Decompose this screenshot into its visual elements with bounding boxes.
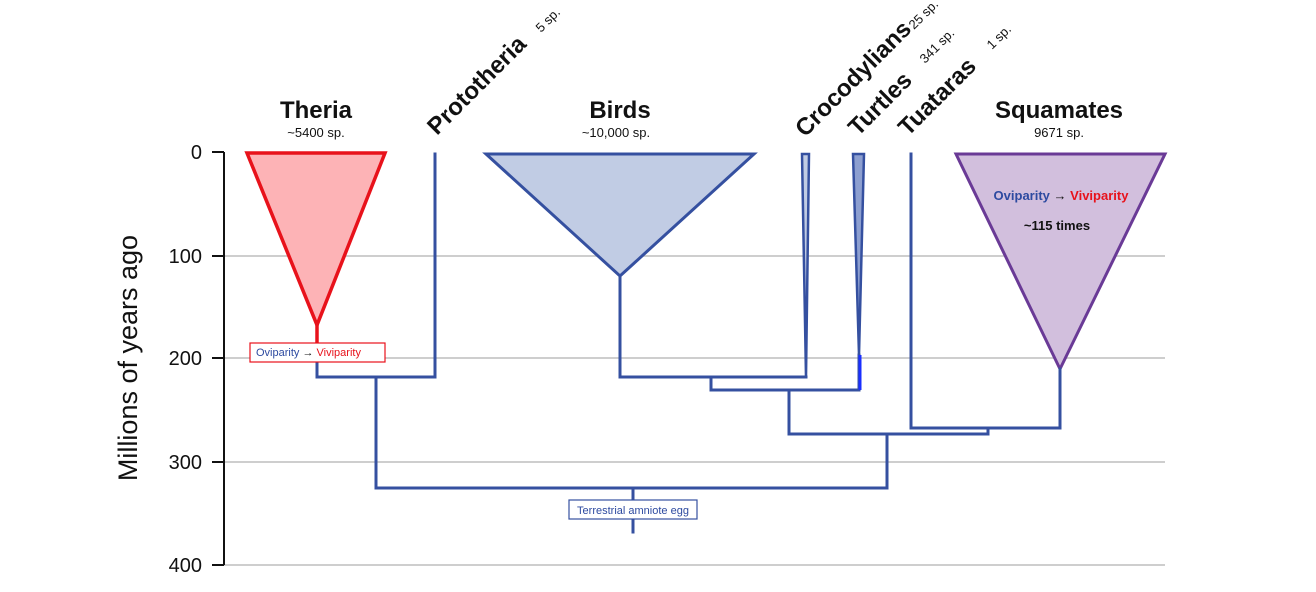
crocodylians-wedge (800, 152, 811, 378)
archelosaur-node (709, 353, 861, 392)
birds-triangle (482, 152, 758, 279)
svg-text:Terrestrial amniote egg: Terrestrial amniote egg (577, 505, 689, 517)
species-count-birds: ~10,000 sp. (582, 125, 650, 140)
theria-transition-badge: Oviparity → Viviparity (249, 342, 386, 363)
clade-label-prototheria: Prototheria (422, 30, 532, 140)
tick-label-200: 200 (169, 348, 202, 370)
squamate-transition-label: Oviparity → Viviparity ~115 times (994, 188, 1130, 233)
squamates-triangle (953, 152, 1168, 373)
root-annotation-badge: Terrestrial amniote egg (568, 499, 698, 520)
tick-label-0: 0 (191, 142, 202, 164)
clade-label-theria: Theria (280, 97, 353, 124)
tick-label-300: 300 (169, 452, 202, 474)
tick-label-100: 100 (169, 246, 202, 268)
clade-label-squamates: Squamates (995, 97, 1123, 124)
species-count-prototheria: 5 sp. (533, 5, 564, 36)
clade-label-birds: Birds (589, 97, 650, 124)
lepidosaur-node (909, 152, 1062, 430)
species-count-squamates: 9671 sp. (1034, 125, 1084, 140)
species-count-turtles: 341 sp. (917, 25, 958, 66)
species-count-tuataras: 1 sp. (984, 22, 1015, 53)
theria-triangle (244, 151, 388, 330)
tick-label-400: 400 (169, 555, 202, 577)
species-count-crocodylians: 25 sp. (906, 0, 942, 32)
turtles-wedge (851, 152, 866, 356)
y-axis-ticks (212, 151, 224, 566)
svg-text:Oviparity → Viviparity: Oviparity → Viviparity (994, 188, 1130, 203)
squamate-transition-count: ~115 times (1024, 218, 1090, 233)
svg-text:Oviparity → Viviparity: Oviparity → Viviparity (256, 347, 361, 359)
sauria-node (787, 426, 990, 436)
species-count-theria: ~5400 sp. (287, 125, 344, 140)
mammal-node (315, 152, 437, 379)
y-axis-title: Millions of years ago (113, 235, 143, 481)
